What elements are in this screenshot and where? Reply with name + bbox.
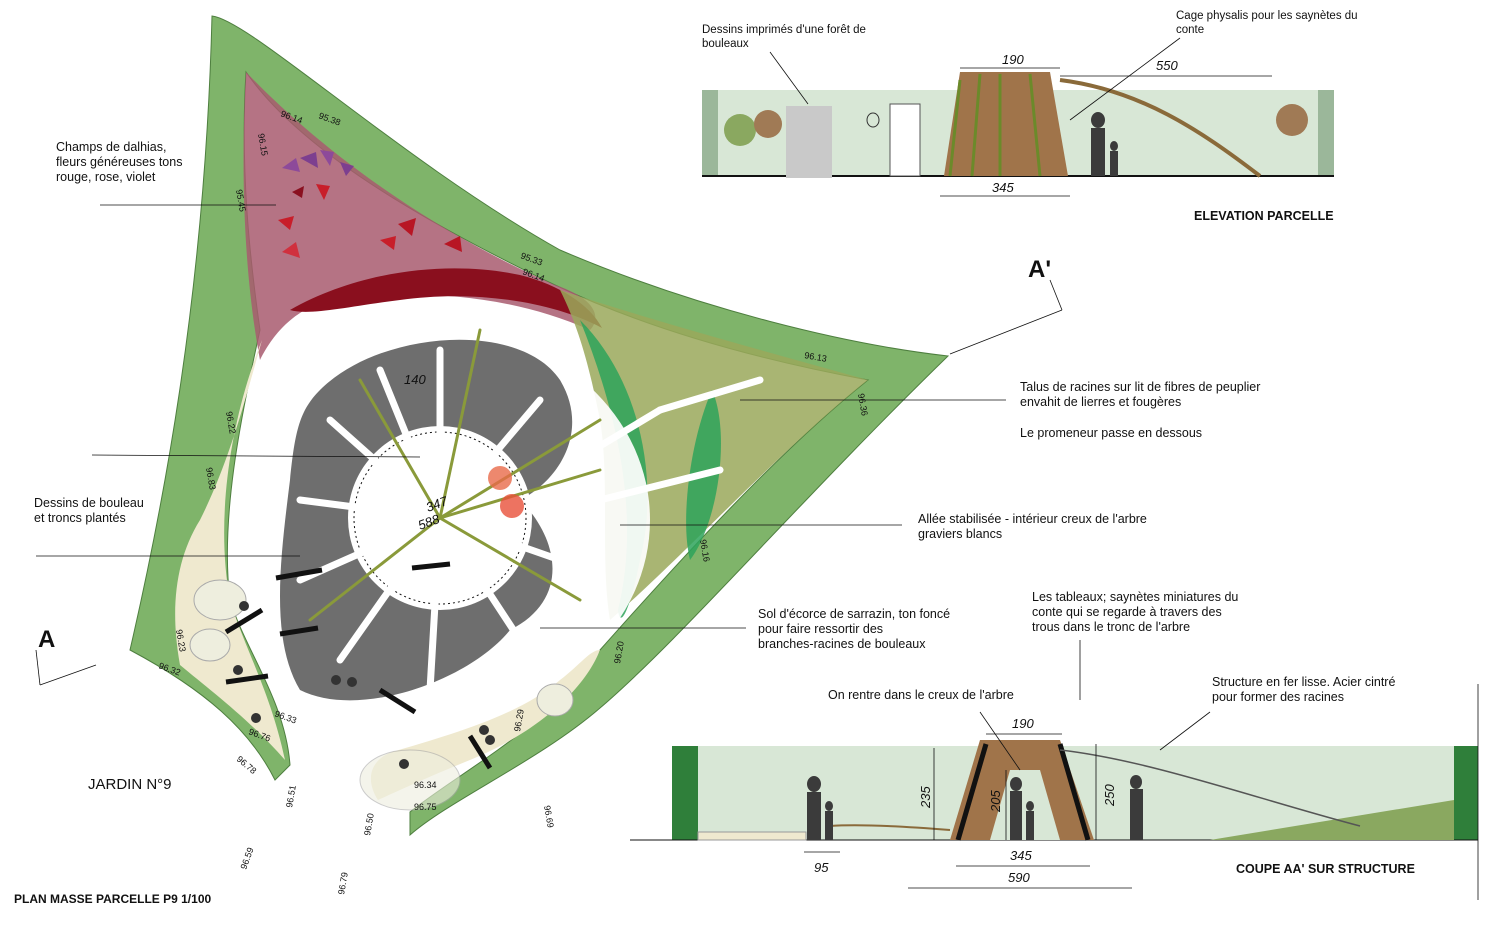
allee-line-2: graviers blancs	[918, 527, 1003, 541]
birch-line-1: Dessins de bouleau	[34, 496, 144, 510]
allee-note: Allée stabilisée - intérieur creux de l'…	[918, 512, 1147, 542]
talus-line-1: Talus de racines sur lit de fibres de pe…	[1020, 380, 1261, 394]
talus-note: Talus de racines sur lit de fibres de pe…	[1020, 380, 1260, 410]
sol-line-1: Sol d'écorce de sarrazin, ton foncé	[758, 607, 951, 621]
birch-line-2: et troncs plantés	[34, 511, 126, 525]
section-slope	[1210, 800, 1454, 840]
sect-dim-250: 250	[1102, 784, 1117, 807]
dahlias-note: Champs de dalhias, fleurs généreuses ton…	[56, 140, 182, 185]
elevation-label: 96.78	[235, 754, 259, 776]
structure-note: Structure en fer lisse. Acier cintré pou…	[1212, 675, 1395, 705]
elevation-label: 96.20	[612, 640, 626, 664]
center-dim-347: 347	[424, 493, 450, 515]
orange-marker-2	[500, 494, 524, 518]
dahlias-line-3: rouge, rose, violet	[56, 170, 156, 184]
section-hedge-left	[672, 746, 698, 840]
section-people	[807, 775, 1143, 840]
talus-line-2: envahit de lierres et fougères	[1020, 395, 1182, 409]
allee-line-1: Allée stabilisée - intérieur creux de l'…	[918, 512, 1147, 526]
structure-line-1: Structure en fer lisse. Acier cintré	[1212, 675, 1396, 689]
leader-lines	[35, 204, 1081, 700]
elevation-label: 96.23	[174, 629, 188, 653]
sect-dim-235: 235	[918, 786, 933, 809]
plan-title: PLAN MASSE PARCELLE P9 1/100	[14, 892, 212, 906]
sect-dim-95: 95	[814, 860, 829, 875]
elevation-label: 96.16	[698, 539, 712, 563]
elevation-wall-left	[702, 90, 718, 176]
forest-print-panel	[786, 106, 832, 178]
elevation-label: 96.22	[224, 411, 238, 435]
sol-line-3: branches-racines de bouleaux	[758, 637, 926, 651]
promeneur-note: Le promeneur passe en dessous	[1020, 426, 1203, 440]
dahlias-line-1: Champs de dalhias,	[56, 140, 167, 154]
elevation-people	[866, 112, 1118, 176]
sol-note: Sol d'écorce de sarrazin, ton foncé pour…	[758, 607, 950, 652]
stones	[189, 579, 574, 811]
elevation-label: 96.34	[414, 780, 437, 790]
cage-line-2: conte	[1176, 24, 1205, 36]
elevation-label: 96.79	[336, 871, 350, 895]
elevation-label: 96.83	[204, 467, 218, 491]
section-title: COUPE AA' SUR STRUCTURE	[1236, 862, 1415, 876]
structure-line-2: pour former des racines	[1212, 690, 1345, 704]
sol-line-2: pour faire ressortir des	[758, 622, 884, 636]
rentre-note: On rentre dans le creux de l'arbre	[828, 688, 1014, 702]
forest-print-line-2: bouleaux	[702, 38, 749, 50]
elev-dim-345: 345	[992, 180, 1014, 195]
sect-dim-205: 205	[988, 790, 1003, 813]
orange-marker-1	[488, 466, 512, 490]
section-bench	[697, 831, 807, 841]
center-dim-588: 588	[416, 511, 442, 533]
section-hedge-right	[1454, 746, 1478, 840]
tree-trunks	[224, 561, 493, 770]
elevation-label: 96.36	[856, 393, 870, 417]
sect-dim-190: 190	[1012, 716, 1034, 731]
elevation-label: 96.51	[284, 784, 298, 808]
tableaux-note: Les tableaux; saynètes miniatures du con…	[1032, 590, 1238, 635]
tableaux-line-1: Les tableaux; saynètes miniatures du	[1032, 590, 1239, 604]
cage-line-1: Cage physalis pour les saynètes du	[1176, 10, 1358, 22]
birch-roots	[296, 346, 764, 694]
dahlia-flowers	[278, 150, 462, 258]
elevation-plants	[724, 104, 1308, 146]
cage-note: Cage physalis pour les saynètes du conte	[1176, 9, 1358, 37]
section-mark-a: A	[38, 626, 56, 653]
sect-dim-345: 345	[1010, 848, 1032, 863]
grass-strands	[308, 328, 602, 622]
elevation-title: ELEVATION PARCELLE	[1194, 209, 1334, 223]
black-dots	[233, 601, 495, 769]
section-tree-structure	[829, 740, 1361, 841]
dahlia-dark-band	[290, 268, 602, 328]
elevation-label: 96.29	[512, 708, 526, 732]
forest-print-line-1: Dessins imprimés d'une forêt de	[702, 24, 866, 36]
dim-140: 140	[404, 372, 426, 387]
birch-note: Dessins de bouleau et troncs plantés	[34, 496, 144, 526]
forest-print-note: Dessins imprimés d'une forêt de bouleaux	[702, 23, 866, 51]
elevation-label: 96.59	[238, 846, 255, 871]
elev-dim-190: 190	[1002, 52, 1024, 67]
elevation-label: 96.75	[414, 802, 437, 812]
tableaux-line-3: trous dans le tronc de l'arbre	[1032, 620, 1191, 634]
section-mark-a-prime: A'	[1028, 256, 1052, 283]
garden-name: JARDIN N°9	[88, 776, 172, 793]
sect-dim-590: 590	[1008, 870, 1030, 885]
tableaux-line-2: conte qui se regarde à travers des	[1032, 605, 1222, 619]
tree-ring-dotted	[353, 431, 527, 605]
elevation-label: 96.13	[804, 350, 828, 364]
elevation-dim-lines	[769, 37, 1272, 197]
elevation-label: 96.69	[542, 805, 556, 829]
elevation-label: 96.15	[256, 133, 270, 157]
elevation-door	[889, 103, 921, 177]
section-dim-lines	[804, 684, 1479, 900]
elevation-label: 96.50	[362, 812, 376, 836]
elevation-tree	[944, 72, 1262, 178]
elev-dim-550: 550	[1156, 58, 1178, 73]
elevation-label: 95.45	[234, 189, 248, 213]
elevation-wall-right	[1318, 90, 1334, 176]
dahlias-line-2: fleurs généreuses tons	[56, 155, 183, 169]
